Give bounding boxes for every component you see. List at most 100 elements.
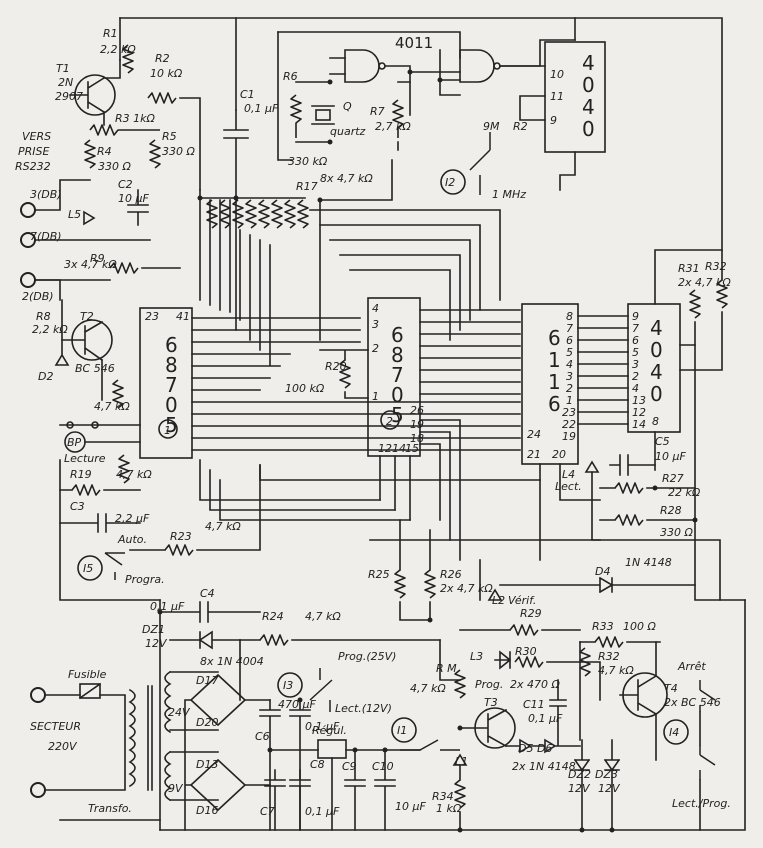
c1-label: C1 (240, 88, 255, 101)
dz3-value: 12V (598, 782, 621, 795)
ic-4040-r-c1: 4 (650, 316, 663, 340)
ic1-pin41: 41 (176, 310, 190, 323)
ic-4011-title: 4011 (395, 34, 433, 52)
6116-pin19: 19 (562, 430, 576, 443)
6116-pin22: 22 (562, 418, 576, 431)
secteur-label: SECTEUR (30, 720, 81, 733)
4040-pin14: 14 (632, 418, 646, 431)
ic-4040-right: 4 0 4 0 9 7 6 5 3 2 4 13 12 14 8 R31 2x … (627, 249, 746, 601)
r1-label: R1 (103, 27, 118, 40)
ic2-pin12: 12 (378, 442, 392, 455)
ic2-pin1: 1 (372, 390, 379, 403)
ic-4040-r-c3: 4 (650, 360, 663, 384)
ic-4040-r-c2: 0 (650, 338, 663, 362)
fusible-label: Fusible (68, 668, 107, 681)
r20-label: R20 (325, 360, 347, 373)
top4040-pin9: 9 (550, 114, 557, 127)
lect-label: Lect. (555, 480, 582, 493)
d2-label: D2 (38, 370, 53, 383)
t1-part: 2907 (55, 90, 83, 103)
ic-4040-top-c3: 4 (582, 95, 595, 119)
r17-value: 8x 4,7 kΩ (320, 172, 373, 185)
ic2-c4: 0 (391, 383, 404, 407)
lectprog-label: Lect./Prog. (672, 797, 731, 810)
top4040-pin11: 11 (550, 90, 564, 103)
r17-label: R17 (296, 180, 318, 193)
lect12-label: Lect.(12V) (335, 702, 392, 715)
6116-pin8: 8 (566, 310, 573, 323)
6116-pin3: 3 (566, 370, 573, 383)
r7-label: R7 (370, 105, 385, 118)
interconnect-wires (157, 69, 721, 833)
4040-pin5: 5 (632, 346, 639, 359)
d13-label: D13 (196, 758, 218, 771)
bp-label: BP (67, 436, 82, 449)
d5-value: 2x 1N 4148 (512, 760, 576, 773)
r29-label: R29 (520, 607, 542, 620)
d16-label: D16 (196, 804, 218, 817)
ic1-num: 1 (164, 424, 171, 437)
bridge-label: 8x 1N 4004 (200, 655, 264, 668)
v220-label: 220V (48, 740, 78, 753)
r28-label: R28 (660, 504, 682, 517)
auto-label: Auto. (117, 533, 147, 546)
dz2-label: DZ2 (568, 768, 591, 781)
c10-label: C10 (372, 760, 394, 773)
d17-label: D17 (196, 674, 218, 687)
vers-label: VERS (22, 130, 51, 143)
4040-pin6: 6 (632, 334, 639, 347)
6116-pin2: 2 (566, 382, 573, 395)
4040-pin13: 13 (632, 394, 646, 407)
r5-value: 330 Ω (162, 145, 195, 158)
t4-stage: T4 2x BC 546 Arrêt I4 Lect./Prog. (619, 641, 731, 831)
r4-label: R4 (97, 145, 112, 158)
ic-6116: 6 1 1 6 8 7 6 5 4 3 2 1 23 22 19 24 21 2… (521, 303, 629, 561)
r6-label: R6 (283, 70, 298, 83)
r9-label: R9 (90, 252, 105, 265)
r30-label: R30 (515, 645, 537, 658)
i2-label: I2 (445, 176, 455, 189)
r32-value: 4,7 kΩ (598, 664, 634, 677)
c3-value: 2,2 µF (115, 512, 150, 525)
c11-value: 0,1 µF (528, 712, 563, 725)
ic1-c5: 5 (165, 413, 178, 437)
ic2-c3: 7 (391, 363, 404, 387)
i2-1mhz: 1 MHz (492, 188, 526, 201)
r5-label: R5 (162, 130, 177, 143)
c1-r17: C1 0,1 µF R17 8x 4,7 kΩ (199, 88, 501, 341)
ic2-pin3: 3 (372, 318, 379, 331)
arret-label: Arrêt (677, 660, 706, 673)
reset-circuit: R19 4,7 kΩ C3 2,2 µF I5 Auto. Progra. R2… (59, 454, 261, 601)
d20-label: D20 (196, 716, 218, 729)
6116-pin24: 24 (527, 428, 541, 441)
v24-label: 24V (168, 706, 191, 719)
r7-value: 2,7 kΩ (375, 120, 411, 133)
ic1-c4: 0 (165, 393, 178, 417)
ic2-c1: 6 (391, 323, 404, 347)
6116-pin6: 6 (566, 334, 573, 347)
c8-top-value: 0,1 µF (305, 720, 340, 733)
r23-label: R23 (170, 530, 192, 543)
4040-pin4: 4 (632, 382, 639, 395)
c4-label: C4 (200, 587, 215, 600)
ic-6116-c2: 1 (548, 348, 561, 372)
c8-value: 0,1 µF (305, 805, 340, 818)
t1-label: T1 (56, 62, 70, 75)
c6-value: 470 µF (278, 698, 316, 711)
r26-label: R26 (440, 568, 462, 581)
4040-pin7: 7 (632, 322, 639, 335)
progra-label: Progra. (125, 573, 165, 586)
6116-pin20: 20 (552, 448, 566, 461)
prog-label: Prog. (475, 678, 503, 691)
prog25-label: Prog.(25V) (338, 650, 396, 663)
c10-value: 10 µF (395, 800, 426, 813)
reset-r-value: 4,7 kΩ (116, 468, 152, 481)
t3-label: T3 (484, 696, 498, 709)
ds-label: D5 D6 (518, 742, 552, 755)
c3-label: C3 (70, 500, 85, 513)
ic-68705-2: 6 8 7 0 5 2 4 3 2 1 26 19 18 12 14 15 R2… (285, 297, 521, 561)
oscillator: R6 330 kΩ Q quartz R7 2,7 kΩ (283, 70, 411, 168)
ic2-pin18: 18 (410, 432, 424, 445)
